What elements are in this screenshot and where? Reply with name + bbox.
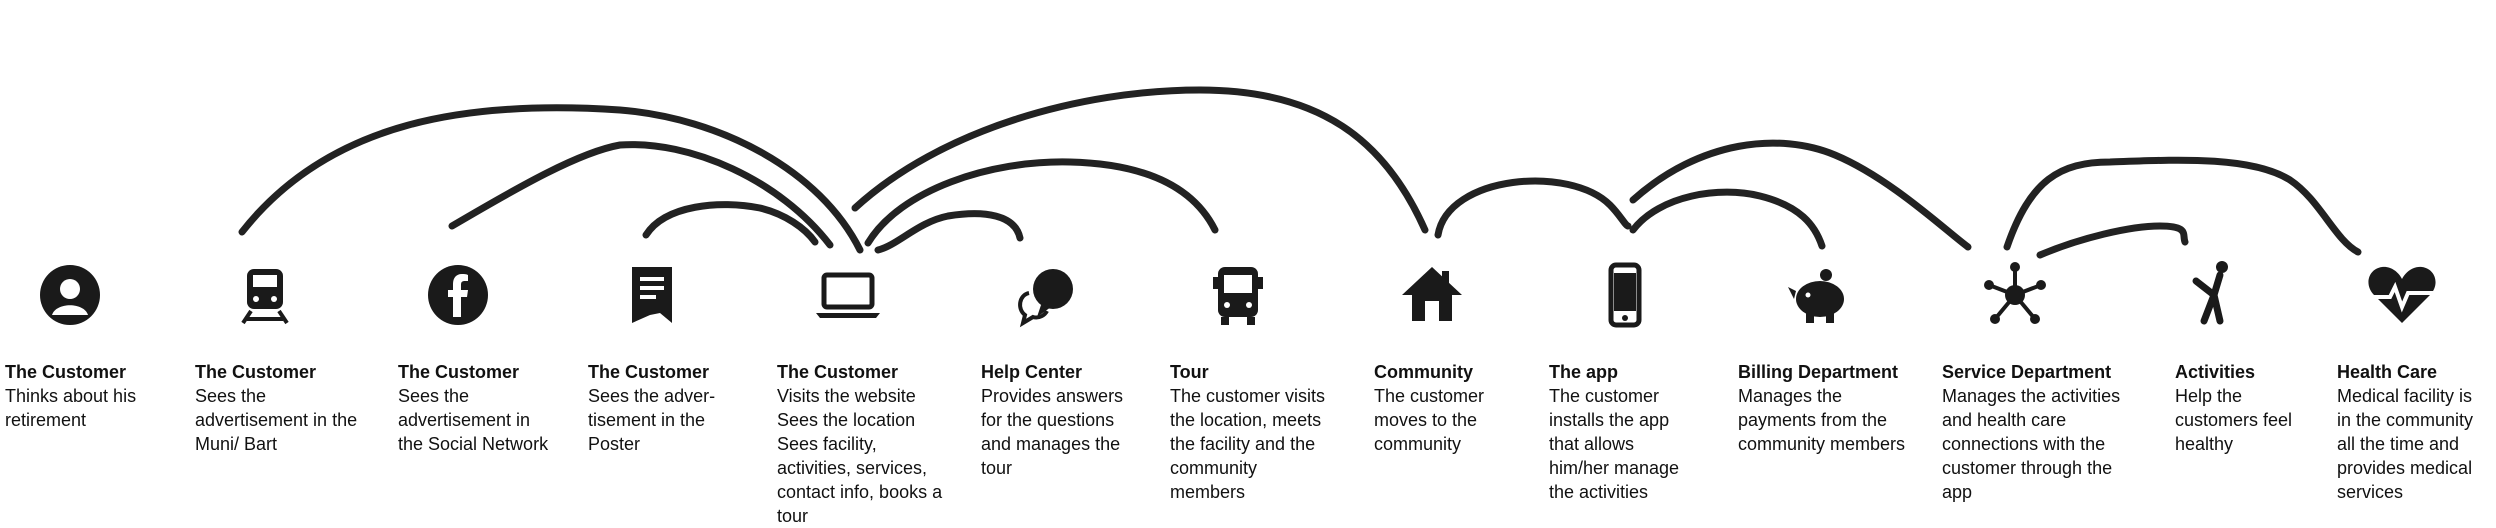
step-title: Health Care bbox=[2337, 362, 2438, 382]
step-description: The customer moves to the community bbox=[1374, 386, 1485, 454]
house-icon bbox=[1392, 255, 1472, 335]
connection-arc bbox=[642, 201, 819, 246]
step-billing-department: Billing Department Manages the payments … bbox=[1738, 360, 1913, 456]
step-activities: Activities Help the customers feel healt… bbox=[2175, 360, 2315, 456]
connection-arc bbox=[2036, 222, 2189, 259]
step-help-center: Help Center Provides answers for the que… bbox=[981, 360, 1141, 480]
step-title: Billing Department bbox=[1738, 362, 1899, 382]
step-title: The Customer bbox=[398, 362, 520, 382]
heart-pulse-icon bbox=[2362, 255, 2442, 335]
laptop-icon bbox=[808, 255, 888, 335]
step-description: Manages the activities and health care c… bbox=[1942, 386, 2121, 502]
step-title: Community bbox=[1374, 362, 1473, 382]
step-customer-website: The Customer Visits the website Sees the… bbox=[777, 360, 947, 528]
smartphone-icon bbox=[1585, 255, 1665, 335]
connection-arc bbox=[874, 210, 1024, 254]
step-health-care: Health Care Medical facility is in the c… bbox=[2337, 360, 2487, 504]
step-title: Tour bbox=[1170, 362, 1209, 382]
poster-icon bbox=[612, 255, 692, 335]
step-title: The Customer bbox=[777, 362, 899, 382]
train-icon bbox=[225, 255, 305, 335]
step-customer-muni-bart: The Customer Sees the advertisement in t… bbox=[195, 360, 370, 456]
connection-arc bbox=[448, 141, 834, 249]
step-tour: Tour The customer visits the location, m… bbox=[1170, 360, 1335, 504]
chat-bubbles-icon bbox=[1005, 255, 1085, 335]
connection-arc bbox=[238, 104, 864, 254]
connection-arc bbox=[1629, 188, 1826, 250]
piggy-bank-icon bbox=[1778, 255, 1858, 335]
step-community: Community The customer moves to the comm… bbox=[1374, 360, 1514, 456]
step-customer-poster: The Customer Sees the adver-tisement in … bbox=[588, 360, 733, 456]
step-title: The app bbox=[1549, 362, 1619, 382]
step-description: Medical facility is in the community all… bbox=[2337, 386, 2474, 502]
step-description: Sees the advertisement in the Muni/ Bart bbox=[195, 386, 358, 454]
step-description: Provides answers for the questions and m… bbox=[981, 386, 1124, 478]
network-hub-icon bbox=[1975, 255, 2055, 335]
step-description: Sees the advertisement in the Social Net… bbox=[398, 386, 549, 454]
step-title: The Customer bbox=[5, 362, 127, 382]
step-title: The Customer bbox=[588, 362, 710, 382]
user-circle-icon bbox=[30, 255, 110, 335]
step-customer-retirement: The Customer Thinks about his retirement bbox=[5, 360, 175, 432]
connection-arc bbox=[2003, 156, 2362, 256]
step-description: The customer installs the app that allow… bbox=[1549, 386, 1680, 502]
stretching-person-icon bbox=[2170, 255, 2250, 335]
step-description: Thinks about his retirement bbox=[5, 386, 137, 430]
step-the-app: The app The customer installs the app th… bbox=[1549, 360, 1699, 504]
step-description: The customer visits the location, meets … bbox=[1170, 386, 1326, 502]
step-service-department: Service Department Manages the activitie… bbox=[1942, 360, 2127, 504]
step-description: Manages the payments from the community … bbox=[1738, 386, 1906, 454]
connection-arc bbox=[1629, 139, 1972, 251]
step-title: The Customer bbox=[195, 362, 317, 382]
step-title: Help Center bbox=[981, 362, 1083, 382]
step-customer-social-network: The Customer Sees the advertisement in t… bbox=[398, 360, 558, 456]
bus-icon bbox=[1198, 255, 1278, 335]
connection-arc bbox=[851, 86, 1429, 234]
step-description: Sees the adver-tisement in the Poster bbox=[588, 386, 716, 454]
step-description: Visits the website Sees the location See… bbox=[777, 386, 943, 526]
step-description: Help the customers feel healthy bbox=[2175, 386, 2293, 454]
step-title: Activities bbox=[2175, 362, 2256, 382]
step-title: Service Department bbox=[1942, 362, 2112, 382]
facebook-icon bbox=[418, 255, 498, 335]
connection-arc bbox=[1434, 177, 1632, 239]
connection-arc bbox=[864, 158, 1219, 247]
